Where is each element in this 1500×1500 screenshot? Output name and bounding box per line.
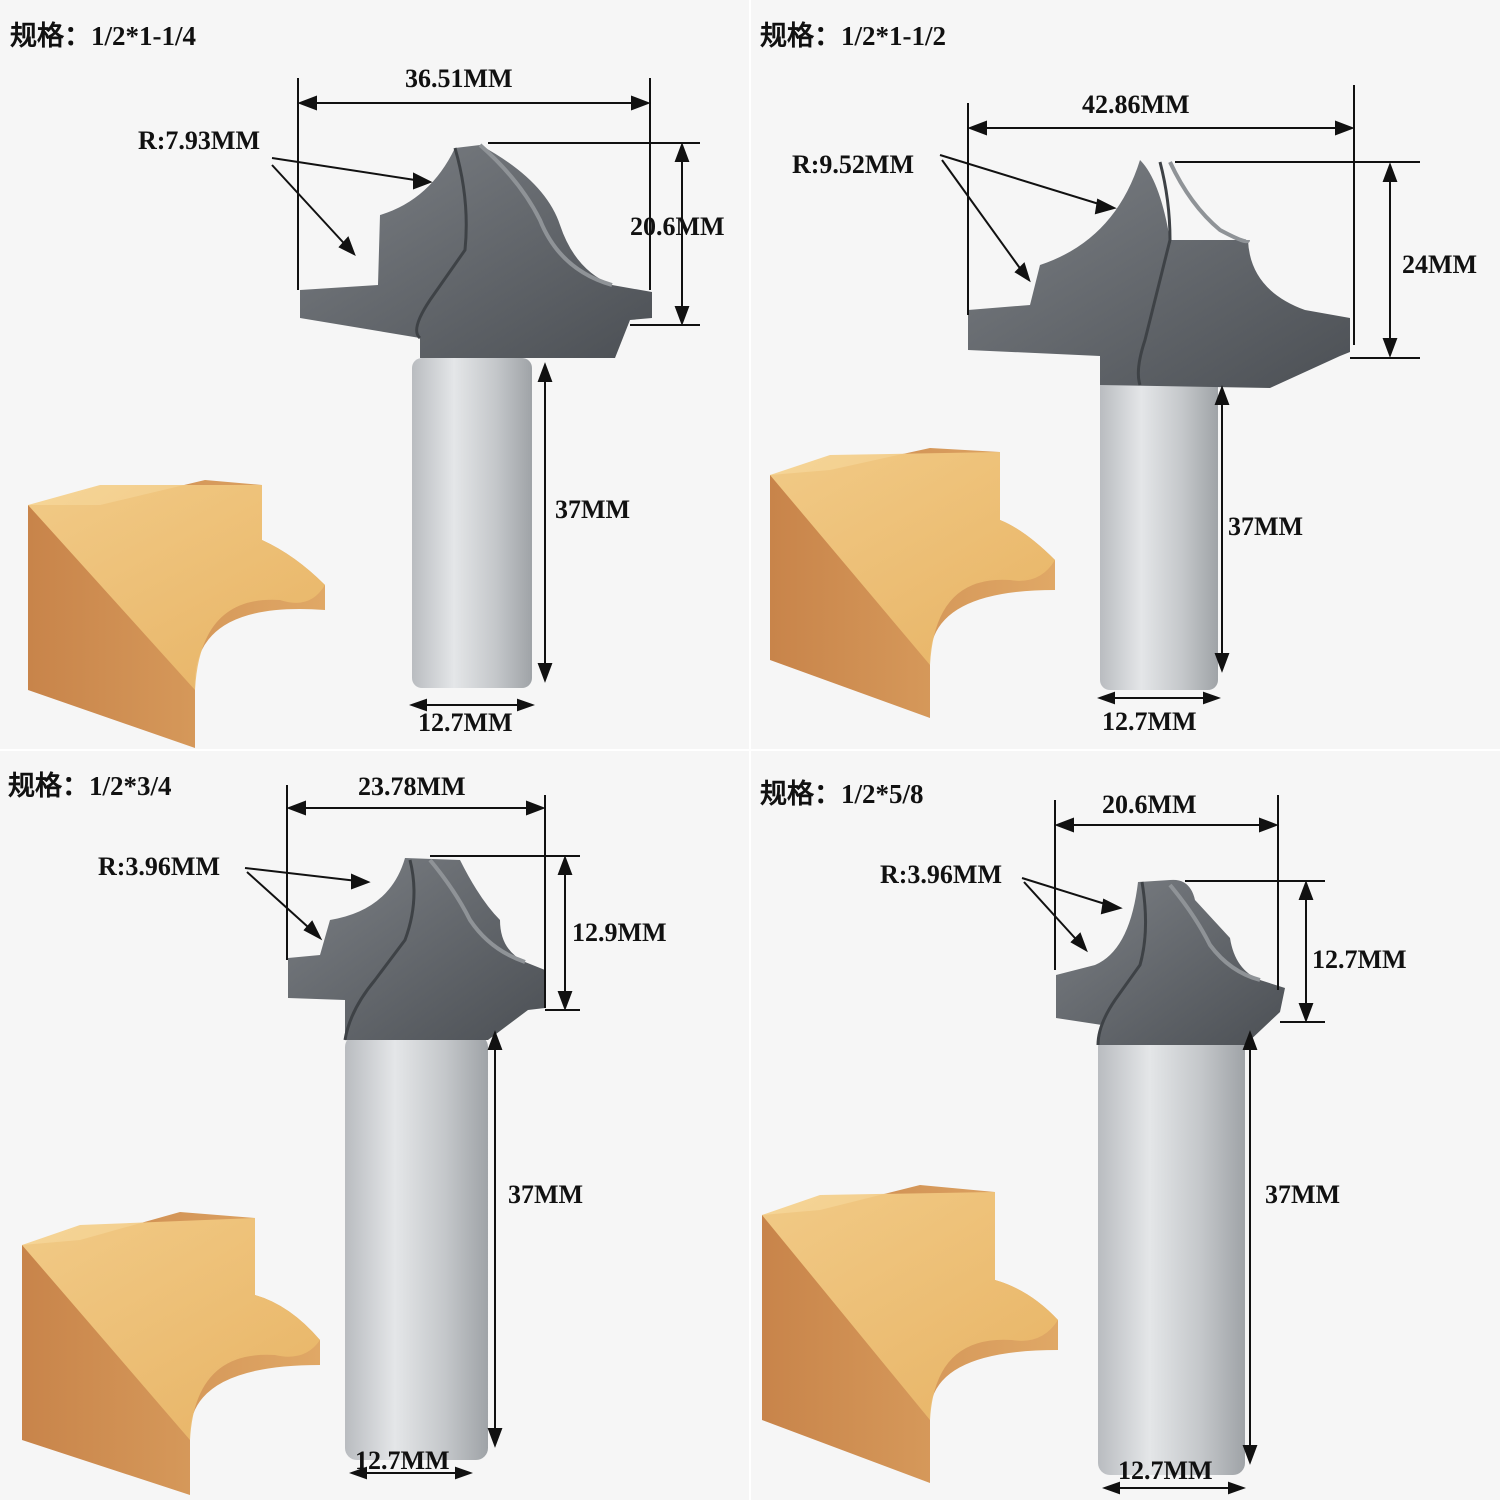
cutter-head [1056,879,1285,1046]
height-dimension-label: 24MM [1402,250,1478,279]
wood-profile-block [28,480,325,748]
width-dimension-label: 20.6MM [1102,790,1197,819]
spec-label: 规格：1/2*1-1/4 [10,21,196,51]
shank [345,1035,488,1460]
dimension-lines [1021,795,1325,1495]
shank [1098,1035,1245,1475]
cutter-head [300,143,652,358]
dimension-lines [939,85,1420,705]
shank-diameter-label: 12.7MM [1102,707,1197,736]
height-dimension-label: 20.6MM [630,212,725,241]
radius-dimension-label: R:7.93MM [138,126,261,155]
shank-length-label: 37MM [508,1180,584,1209]
panel-1: 规格：1/2*1-1/4 36.51MM R:7.93MM 20.6MM 37M… [0,0,750,750]
router-bit-illustration-2 [770,85,1420,718]
router-bit-illustration-3 [22,785,580,1495]
spec-label: 规格：1/2*3/4 [8,771,172,801]
cutter-head [968,160,1350,388]
wood-profile-block [22,1212,320,1495]
router-bit-illustration-1 [28,78,700,748]
width-dimension-label: 36.51MM [405,64,513,93]
panel-4: 规格：1/2*5/8 20.6MM R:3.96MM 12.7MM 37MM 1… [750,750,1500,1500]
wood-profile-block [770,448,1055,718]
horizontal-divider [0,749,1500,751]
dimension-lines [271,78,700,712]
height-dimension-label: 12.9MM [572,918,667,947]
router-bit-illustration-4 [762,795,1325,1495]
wood-profile-block [762,1185,1058,1483]
radius-dimension-label: R:9.52MM [792,150,915,179]
panel-2: 规格：1/2*1-1/2 42.86MM R:9.52MM 24MM 37MM … [750,0,1500,750]
width-dimension-label: 23.78MM [358,772,466,801]
shank-diameter-label: 12.7MM [418,708,513,737]
radius-dimension-label: R:3.96MM [98,852,221,881]
panel-3: 规格：1/2*3/4 23.78MM R:3.96MM 12.9MM 37MM … [0,750,750,1500]
shank-length-label: 37MM [1228,512,1304,541]
cutter-head [288,858,545,1041]
shank-length-label: 37MM [1265,1180,1341,1209]
width-dimension-label: 42.86MM [1082,90,1190,119]
shank-diameter-label: 12.7MM [1118,1456,1213,1485]
spec-label: 规格：1/2*1-1/2 [760,21,946,51]
spec-label: 规格：1/2*5/8 [760,779,924,809]
height-dimension-label: 12.7MM [1312,945,1407,974]
shank-length-label: 37MM [555,495,631,524]
shank [412,358,532,688]
shank-diameter-label: 12.7MM [355,1446,450,1475]
dimension-lines [244,785,580,1480]
shank [1100,370,1218,690]
radius-dimension-label: R:3.96MM [880,860,1003,889]
